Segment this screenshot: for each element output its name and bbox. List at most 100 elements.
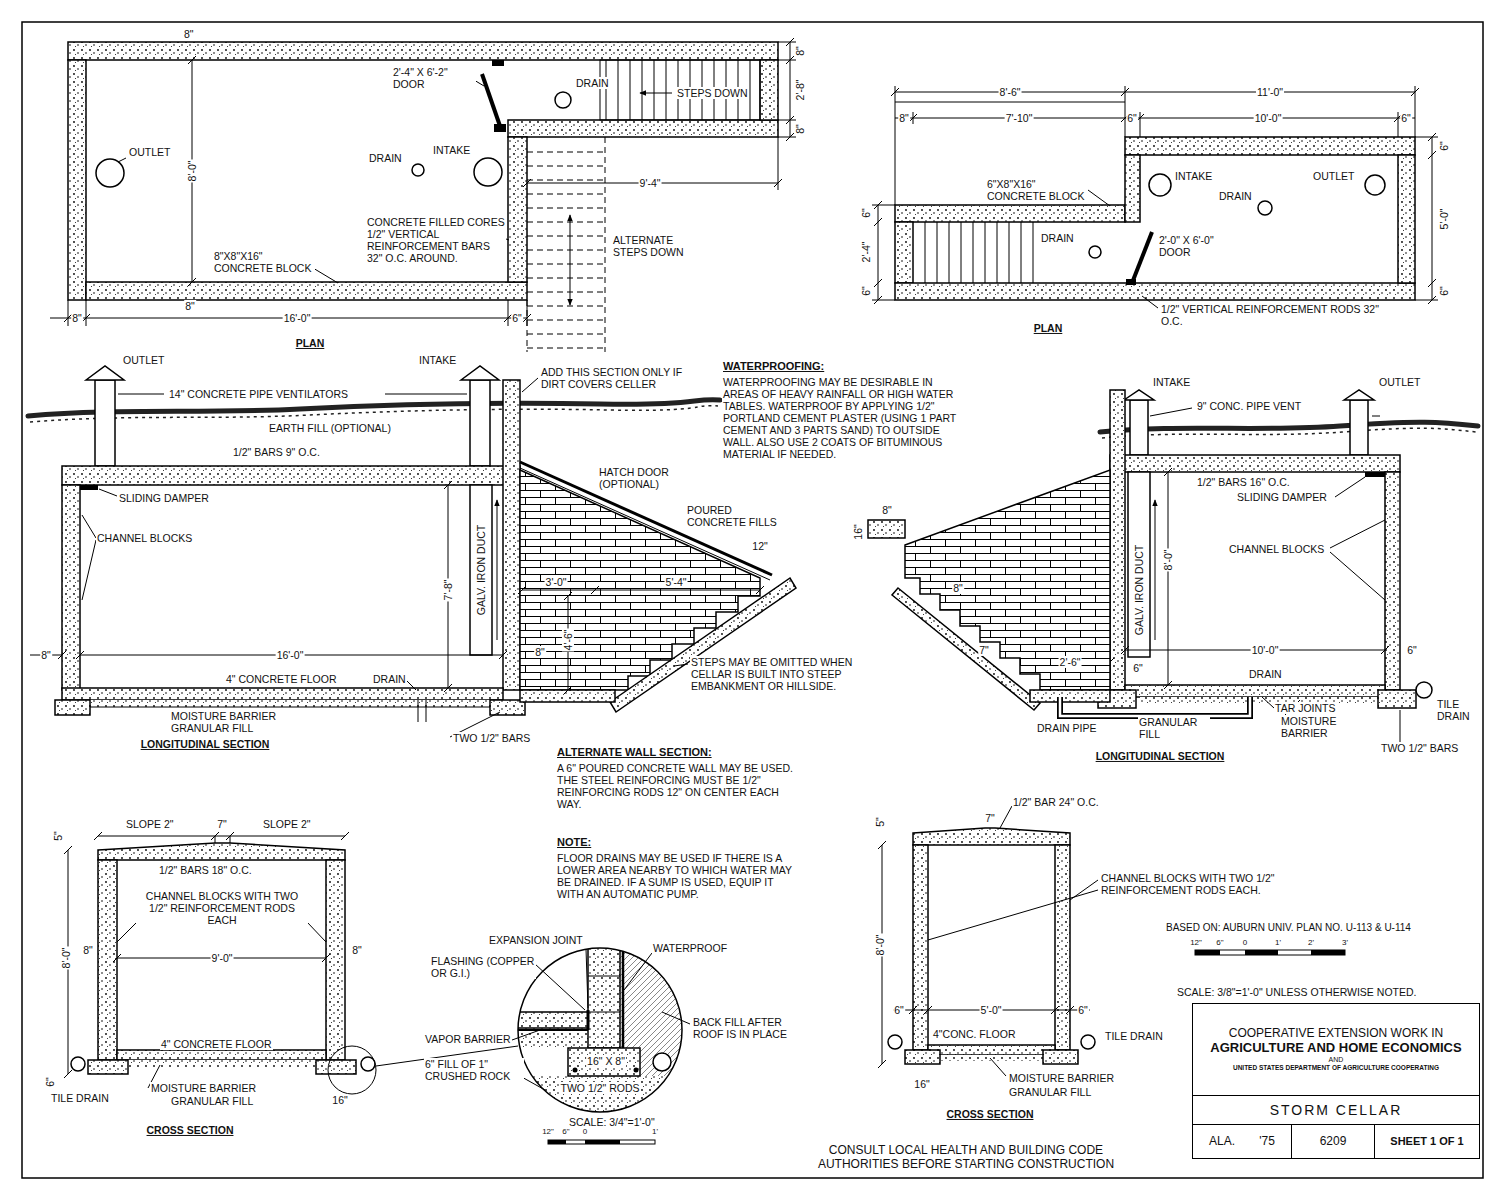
- callout-label: 0: [1242, 938, 1248, 947]
- callout-label: 12": [1189, 938, 1203, 947]
- callout-label: TWO 1/2" RODS: [560, 1082, 641, 1094]
- dimension-label: 5": [874, 816, 886, 828]
- callout-label: 7": [978, 644, 990, 656]
- callout-label: DRAIN: [1248, 668, 1283, 680]
- dimension-label: 8'-0": [1162, 549, 1174, 572]
- callout-label: STEPS DOWN: [676, 87, 749, 99]
- dimension-label: GALV. IRON DUCT: [475, 524, 487, 616]
- note-text: FLASHING (COPPER OR G.I.): [430, 955, 536, 979]
- callout-label: 0: [582, 1127, 588, 1136]
- note-text: STEPS MAY BE OMITTED WHEN CELLAR IS BUIL…: [690, 656, 857, 692]
- callout-label: 8": [534, 646, 546, 658]
- callout-label: DRAIN: [1218, 190, 1253, 202]
- title-text: ALA.: [1209, 1135, 1235, 1149]
- view-title: PLAN: [1033, 322, 1064, 334]
- callout-label: 11'-0": [1256, 86, 1284, 98]
- callout-label: 1': [1274, 938, 1282, 947]
- callout-label: 5'-0": [980, 1004, 1003, 1016]
- title-text: AGRICULTURE AND HOME ECONOMICS: [1210, 1041, 1461, 1056]
- callout-label: OUTLET: [128, 146, 171, 158]
- callout-label: SLIDING DAMPER: [118, 492, 210, 504]
- note-text: 2'-0" X 6'-0" DOOR: [1158, 234, 1242, 258]
- callout-label: DRAIN: [368, 152, 403, 164]
- callout-label: OUTLET: [1312, 170, 1355, 182]
- view-title: PLAN: [295, 337, 326, 349]
- view-title: LONGITUDINAL SECTION: [140, 738, 271, 750]
- callout-label: CHANNEL BLOCKS: [96, 532, 193, 544]
- note-text: A 6" POURED CONCRETE WALL MAY BE USED. T…: [556, 762, 803, 810]
- view-title: WATERPROOFING:: [722, 360, 825, 373]
- callout-label: 6": [511, 312, 523, 324]
- callout-label: MOISTURE BARRIER: [1008, 1072, 1115, 1084]
- callout-label: 6": [1400, 112, 1412, 124]
- callout-label: OUTLET: [1378, 376, 1421, 388]
- dimension-label: 5": [52, 830, 64, 842]
- callout-label: SLOPE 2": [125, 818, 175, 830]
- note-text: HATCH DOOR (OPTIONAL): [598, 466, 690, 490]
- callout-label: 8": [881, 504, 893, 516]
- note-text: 8"X8"X16" CONCRETE BLOCK: [213, 250, 315, 274]
- dimension-label: 2'-8": [794, 79, 806, 102]
- note-text: CHANNEL BLOCKS WITH TWO 1/2" REINFORCEME…: [136, 890, 308, 926]
- callout-label: 8": [40, 649, 52, 661]
- note-text: CHANNEL BLOCKS WITH TWO 1/2" REINFORCEME…: [1100, 872, 1317, 896]
- callout-label: BASED ON: AUBURN UNIV. PLAN NO. U-113 & …: [1165, 922, 1412, 934]
- callout-label: TILE DRAIN: [50, 1092, 110, 1104]
- callout-label: DRAIN: [1040, 232, 1075, 244]
- dimension-label: 8'-0": [60, 947, 72, 970]
- callout-label: 9" CONC. PIPE VENT: [1196, 400, 1302, 412]
- note-text: 6"X8"X16" CONCRETE BLOCK: [986, 178, 1088, 202]
- note-text: MOISTURE BARRIER: [1280, 715, 1352, 739]
- dimension-label: GALV. IRON DUCT: [1133, 544, 1145, 636]
- dimension-label: 16": [852, 523, 864, 540]
- view-title: ALTERNATE WALL SECTION:: [556, 746, 713, 759]
- callout-label: SLIDING DAMPER: [1236, 491, 1328, 503]
- callout-label: 5'-4": [665, 576, 688, 588]
- title-text: STORM CELLAR: [1270, 1102, 1403, 1118]
- callout-label: TWO 1/2" BARS: [1380, 742, 1459, 754]
- note-text: ALTERNATE STEPS DOWN: [612, 234, 694, 258]
- note-text: 2'-4" X 6'-2" DOOR: [392, 66, 476, 90]
- callout-label: 6": [1132, 662, 1144, 674]
- dimension-label: 8'-0": [186, 160, 198, 183]
- callout-label: 4"CONC. FLOOR: [932, 1028, 1017, 1040]
- callout-label: 16'-0": [276, 649, 305, 661]
- callout-label: SCALE: 3/8"=1'-0" UNLESS OTHERWISE NOTED…: [1176, 986, 1417, 998]
- callout-label: INTAKE: [1174, 170, 1213, 182]
- dimension-label: 6": [860, 207, 872, 219]
- dimension-label: 6": [1438, 285, 1450, 297]
- view-title: CROSS SECTION: [146, 1124, 235, 1136]
- callout-label: GRANULAR FILL: [170, 1095, 254, 1107]
- callout-label: GRANULAR FILL: [1008, 1086, 1092, 1098]
- callout-label: 8": [898, 112, 910, 124]
- callout-label: 12": [751, 540, 768, 552]
- note-text: WATERPROOFING MAY BE DESIRABLE IN AREAS …: [722, 376, 969, 460]
- title-block-cell: SHEET 1 OF 1: [1374, 1124, 1480, 1159]
- callout-label: INTAKE: [432, 144, 471, 156]
- callout-label: INTAKE: [1152, 376, 1191, 388]
- callout-label: CHANNEL BLOCKS: [1228, 543, 1325, 555]
- callout-label: 8": [952, 582, 964, 594]
- callout-label: INTAKE: [418, 354, 457, 366]
- callout-label: 6": [1077, 1004, 1089, 1016]
- note-text: 6" FILL OF 1" CRUSHED ROCK: [424, 1058, 524, 1082]
- callout-label: MOISTURE BARRIER: [170, 710, 277, 722]
- callout-label: 1/2" BARS 16" O.C.: [1196, 476, 1291, 488]
- callout-label: 1/2" BAR 24" O.C.: [1012, 796, 1100, 808]
- callout-label: 8": [71, 312, 83, 324]
- callout-label: 8": [82, 944, 94, 956]
- note-text: BACK FILL AFTER ROOF IS IN PLACE: [692, 1016, 809, 1040]
- title-text: UNITED STATES DEPARTMENT OF AGRICULTURE …: [1233, 1064, 1439, 1071]
- callout-label: 8": [351, 944, 363, 956]
- dimension-label: 6": [1438, 140, 1450, 152]
- note-text: ADD THIS SECTION ONLY IF DIRT COVERS CEL…: [540, 366, 702, 390]
- callout-label: 2'-6": [1059, 656, 1082, 668]
- callout-label: TWO 1/2" BARS: [452, 732, 531, 744]
- callout-label: MOISTURE BARRIER: [150, 1082, 257, 1094]
- note-text: FLOOR DRAINS MAY BE USED IF THERE IS A L…: [556, 852, 803, 900]
- note-text: POURED CONCRETE FILLS: [686, 504, 788, 528]
- callout-label: 10'-0": [1251, 644, 1280, 656]
- callout-label: 12": [541, 1127, 555, 1136]
- title-block-cell: STORM CELLAR: [1192, 1095, 1480, 1125]
- dimension-label: 8": [794, 123, 806, 135]
